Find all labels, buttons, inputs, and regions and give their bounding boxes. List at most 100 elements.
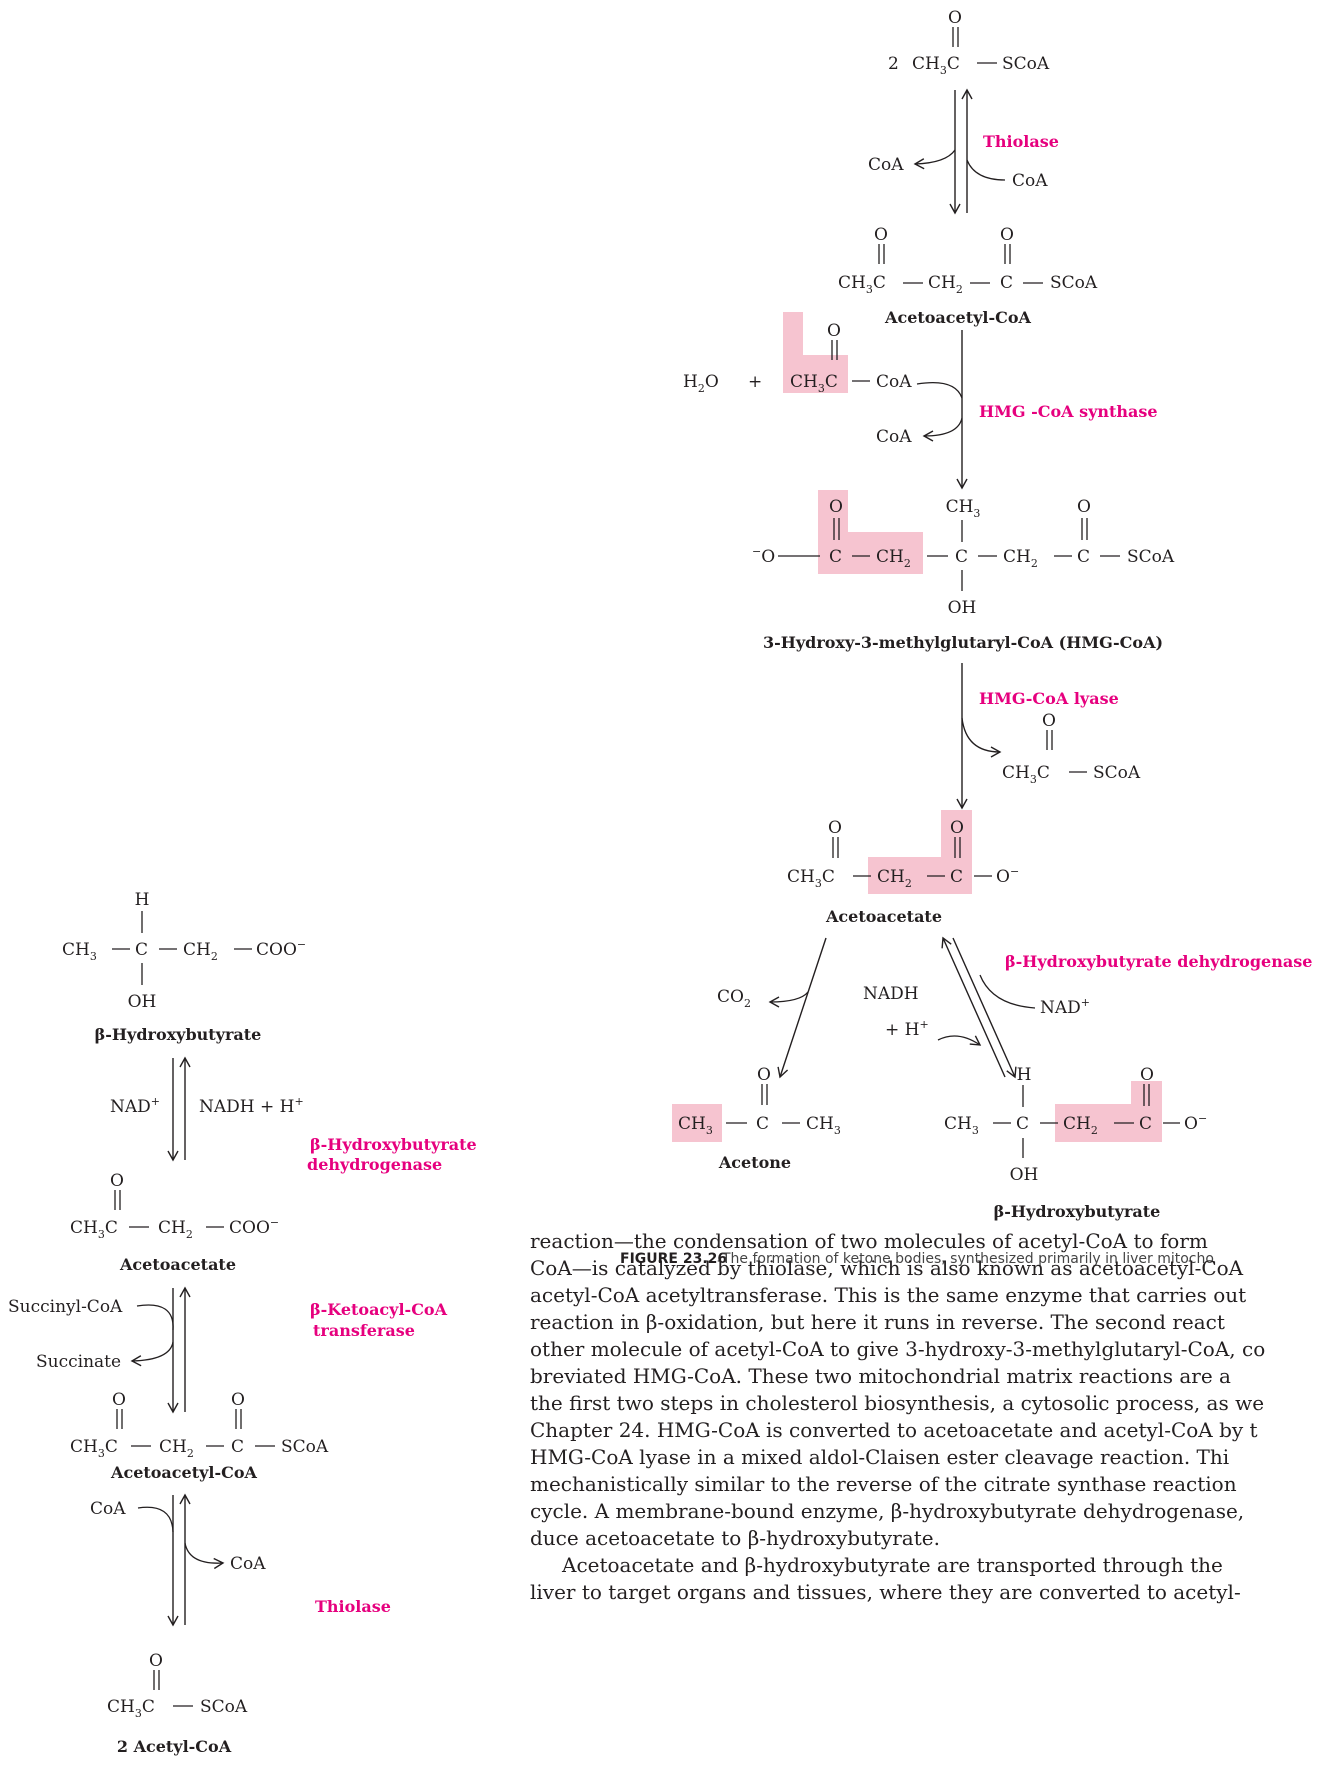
svg-text:O: O — [1140, 1065, 1154, 1085]
bhb-dehydrogenase-label: β-Hydroxybutyrate dehydrogenase — [1005, 952, 1312, 971]
acetyl-coa-top: O 2 CH3C SCoA — [888, 8, 1050, 77]
svg-text:CH2: CH2 — [159, 1437, 194, 1460]
svg-text:β-Hydroxybutyrate: β-Hydroxybutyrate — [310, 1135, 477, 1154]
body-line: cycle. A membrane-bound enzyme, β-hydrox… — [530, 1499, 1245, 1523]
svg-text:CH2: CH2 — [1063, 1114, 1098, 1137]
svg-text:O: O — [149, 1651, 163, 1671]
svg-text:O: O — [828, 818, 842, 838]
svg-text:CH3: CH3 — [678, 1114, 713, 1137]
acetone: O CH3 C CH3 Acetone — [672, 1065, 841, 1172]
figure-caption: FIGURE 23.26 The formation of ketone bod… — [620, 1251, 1214, 1267]
svg-text:COO−: COO− — [256, 938, 306, 960]
hmg-coa-synthase-label: HMG -CoA synthase — [979, 402, 1158, 421]
svg-text:FIGURE 23.26: FIGURE 23.26 — [620, 1251, 727, 1267]
beta-hydroxybutyrate-main: H O CH3 C CH2 C O− OH β-Hydroxybutyrate — [944, 1065, 1207, 1221]
side-step-2: Succinyl-CoA Succinate β-Ketoacyl-CoA tr… — [8, 1286, 448, 1414]
svg-text:O: O — [231, 1390, 245, 1410]
svg-text:CoA: CoA — [876, 427, 912, 447]
side-beta-hydroxybutyrate: H CH3 C CH2 COO− OH β-Hydroxybutyrate — [62, 890, 306, 1044]
acetoacetate-label: Acetoacetate — [825, 907, 942, 926]
svg-text:2: 2 — [888, 54, 899, 74]
hmg-coa: O CH3 O −O C CH2 C CH2 C SCoA OH 3-Hydro… — [752, 490, 1175, 652]
body-line: mechanistically similar to the reverse o… — [530, 1472, 1237, 1496]
svg-text:O: O — [827, 321, 841, 341]
svg-text:O: O — [112, 1390, 126, 1410]
svg-text:O: O — [1000, 225, 1014, 245]
body-line: acetyl-CoA acetyltransferase. This is th… — [530, 1283, 1247, 1307]
svg-text:CoA: CoA — [868, 155, 904, 175]
svg-text:The formation of ketone bodies: The formation of ketone bodies, synthesi… — [721, 1251, 1214, 1267]
svg-text:C: C — [1000, 273, 1013, 293]
side-beta-hb-label: β-Hydroxybutyrate — [95, 1025, 262, 1044]
svg-text:β-Ketoacyl-CoA: β-Ketoacyl-CoA — [310, 1300, 448, 1319]
body-line: breviated HMG-CoA. These two mitochondri… — [530, 1364, 1231, 1388]
svg-text:CH2: CH2 — [183, 940, 218, 963]
svg-text:+: + — [748, 372, 762, 392]
svg-text:CH3: CH3 — [946, 497, 981, 520]
svg-text:O−: O− — [996, 865, 1019, 887]
side-acetyl-coa-label: 2 Acetyl-CoA — [117, 1737, 232, 1756]
svg-text:O: O — [950, 818, 964, 838]
svg-text:CH3: CH3 — [944, 1114, 979, 1137]
svg-text:Succinyl-CoA: Succinyl-CoA — [8, 1297, 123, 1317]
hmg-coa-synthase-step: O H2O + CH3C CoA CoA HMG -CoA synthase — [683, 312, 1158, 490]
svg-text:O: O — [1077, 497, 1091, 517]
svg-text:O: O — [829, 497, 843, 517]
svg-text:NAD+: NAD+ — [110, 1095, 160, 1117]
body-line: reaction—the condensation of two molecul… — [530, 1229, 1208, 1253]
svg-text:C: C — [1139, 1114, 1152, 1134]
bhb-dehydrogenase-step: β-Hydroxybutyrate dehydrogenase NAD+ NAD… — [863, 936, 1312, 1079]
svg-text:Thiolase: Thiolase — [315, 1597, 391, 1616]
svg-text:SCoA: SCoA — [1093, 763, 1141, 783]
svg-text:C: C — [950, 867, 963, 887]
body-line: duce acetoacetate to β-hydroxybutyrate. — [530, 1526, 940, 1550]
svg-text:CH3C: CH3C — [107, 1697, 155, 1720]
decarboxylation-step: CO2 — [717, 937, 827, 1079]
beta-hydroxybutyrate-label: β-Hydroxybutyrate — [994, 1202, 1161, 1221]
svg-text:O: O — [1042, 711, 1056, 731]
thiolase-arrows: CoA CoA Thiolase — [868, 88, 1059, 215]
acetone-label: Acetone — [718, 1153, 791, 1172]
acetoacetyl-coa: O O CH3C CH2 C SCoA Acetoacetyl-CoA — [838, 225, 1098, 327]
side-acetyl-coa: O CH3C SCoA 2 Acetyl-CoA — [107, 1651, 248, 1756]
body-line: other molecule of acetyl-CoA to give 3-h… — [530, 1337, 1266, 1361]
svg-text:CoA: CoA — [1012, 171, 1048, 191]
svg-text:SCoA: SCoA — [281, 1437, 329, 1457]
body-text: reaction—the condensation of two molecul… — [530, 1228, 1330, 1606]
hmg-coa-lyase-step: HMG-CoA lyase O CH3C SCoA — [956, 663, 1141, 810]
svg-text:CH3C: CH3C — [70, 1218, 118, 1241]
hmg-coa-label: 3-Hydroxy-3-methylglutaryl-CoA (HMG-CoA) — [763, 633, 1163, 652]
svg-text:CoA: CoA — [90, 1499, 126, 1519]
body-line: CoA—is catalyzed by thiolase, which is a… — [530, 1256, 1244, 1280]
svg-text:CH2: CH2 — [876, 547, 911, 570]
svg-text:SCoA: SCoA — [200, 1697, 248, 1717]
svg-text:O: O — [110, 1171, 124, 1191]
svg-text:NADH + H+: NADH + H+ — [199, 1095, 304, 1117]
svg-text:COO−: COO− — [229, 1216, 279, 1238]
svg-text:NADH: NADH — [863, 984, 919, 1004]
svg-text:C: C — [231, 1437, 244, 1457]
body-line: reaction in β-oxidation, but here it run… — [530, 1310, 1225, 1334]
svg-text:CH2: CH2 — [1003, 547, 1038, 570]
svg-text:OH: OH — [1010, 1165, 1039, 1185]
svg-text:transferase: transferase — [313, 1321, 415, 1340]
svg-text:CH2: CH2 — [928, 273, 963, 296]
side-acetoacetate-label: Acetoacetate — [119, 1255, 236, 1274]
svg-text:CH3: CH3 — [62, 940, 97, 963]
hmg-coa-lyase-label: HMG-CoA lyase — [979, 689, 1119, 708]
svg-text:O: O — [874, 225, 888, 245]
svg-text:CoA: CoA — [876, 372, 912, 392]
svg-text:+ H+: + H+ — [885, 1018, 929, 1040]
side-acetoacetyl-coa: O O CH3C CH2 C SCoA Acetoacetyl-CoA — [70, 1390, 329, 1482]
svg-text:C: C — [1016, 1114, 1029, 1134]
svg-text:OH: OH — [128, 992, 157, 1012]
acetoacetate-main: O O CH3C CH2 C O− Acetoacetate — [787, 810, 1019, 926]
body-line: Chapter 24. HMG-CoA is converted to acet… — [530, 1418, 1258, 1442]
svg-text:CH3C: CH3C — [838, 273, 886, 296]
svg-text:OH: OH — [948, 598, 977, 618]
svg-text:C: C — [1077, 547, 1090, 567]
svg-text:CH3C: CH3C — [912, 54, 960, 77]
body-line: the first two steps in cholesterol biosy… — [530, 1391, 1265, 1415]
